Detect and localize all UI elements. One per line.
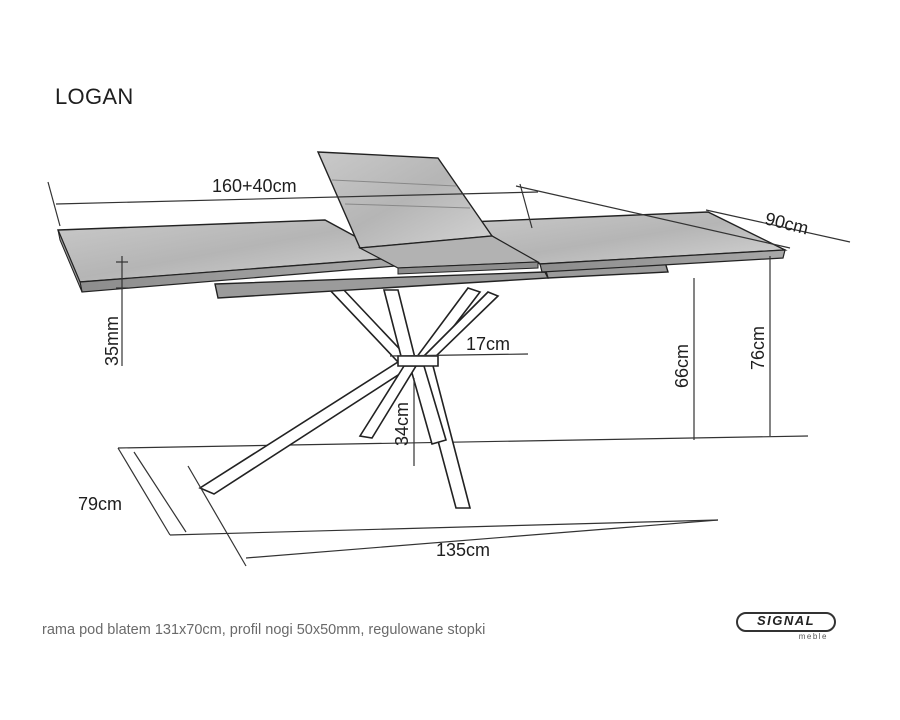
extension-leaf <box>316 151 541 275</box>
table-legs <box>198 287 500 509</box>
dim-length-label: 160+40cm <box>212 176 297 196</box>
dim-top-thickness-label: 35mm <box>102 316 122 366</box>
dim-leg-height-label: 34cm <box>392 402 412 446</box>
dimension-lines <box>47 181 851 567</box>
dim-total-height-label: 76cm <box>748 326 768 370</box>
brand-name: SIGNAL <box>756 613 816 628</box>
brand-sub: meble <box>798 632 828 641</box>
dim-leg-profile-label: 17cm <box>466 334 510 354</box>
dim-base-depth-label: 79cm <box>78 494 122 514</box>
dim-base-length-label: 135cm <box>436 540 490 560</box>
product-title: LOGAN <box>55 84 134 109</box>
brand-logo: SIGNAL meble <box>736 612 838 642</box>
brand-logo-badge <box>736 612 836 632</box>
dim-frame-height-label: 66cm <box>672 344 692 388</box>
dim-depth-label: 90cm <box>763 208 811 238</box>
floor-plane <box>117 435 809 536</box>
spec-caption: rama pod blatem 131x70cm, profil nogi 50… <box>42 622 486 638</box>
table-top-right <box>465 211 788 273</box>
